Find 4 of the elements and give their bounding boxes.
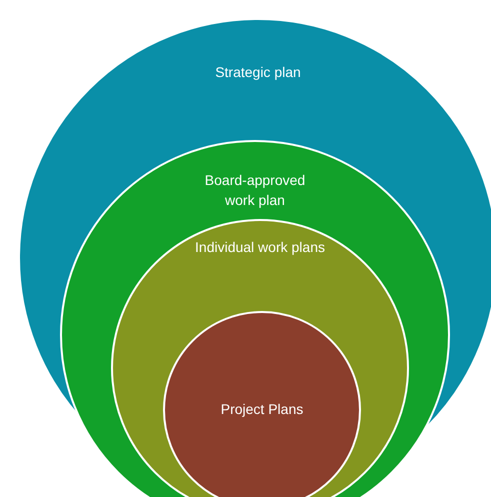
circle-label: Board-approved work plan [204, 171, 306, 210]
circle-label: Strategic plan [214, 63, 302, 82]
circle-label: Individual work plans [195, 238, 325, 257]
circle-label: Project Plans [220, 400, 304, 419]
